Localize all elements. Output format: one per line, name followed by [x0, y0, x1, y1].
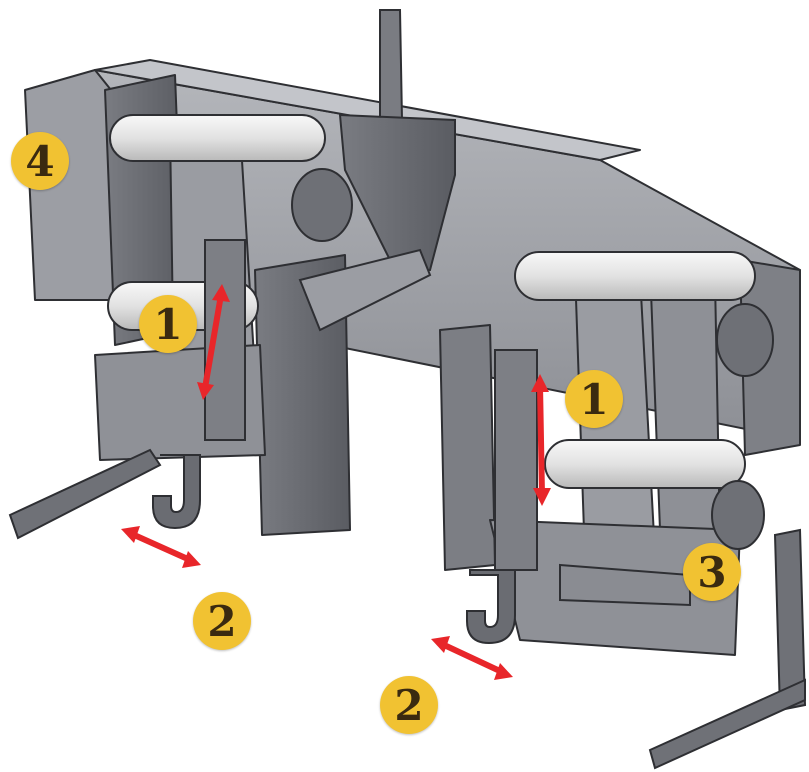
arrow-vertical-left: [197, 284, 230, 400]
callout-1-right-label: 1: [579, 374, 609, 424]
adjustment-arrows: [121, 284, 551, 680]
callout-1-left: 1: [139, 295, 197, 353]
support-leg-left: [8, 448, 162, 540]
hook-right: [466, 569, 516, 645]
callout-4-label: 4: [25, 136, 55, 186]
support-legs: [8, 448, 807, 770]
plate-right-inner: [439, 324, 496, 571]
roller-top-right: [514, 251, 756, 301]
callout-2-right-label: 2: [394, 680, 424, 730]
callout-2-left: 2: [193, 592, 251, 650]
tower-body: [338, 113, 456, 271]
hub-disc-right-top: [716, 303, 774, 377]
hub-discs: [291, 168, 774, 550]
roller-top-left: [109, 114, 326, 162]
top-link: [298, 248, 432, 332]
lift-mechanism-right: [494, 349, 538, 571]
callout-2-right: 2: [380, 676, 438, 734]
arrow-lateral-left: [121, 526, 201, 568]
arrow-lateral-right: [431, 636, 513, 680]
rack-bar: [379, 9, 404, 124]
callout-1-right: 1: [565, 370, 623, 428]
hydraulic-cylinder: [559, 563, 691, 607]
hub-disc-right-bottom: [711, 480, 765, 550]
callout-3-label: 3: [697, 547, 727, 597]
callout-3: 3: [683, 543, 741, 601]
arrow-vertical-right: [531, 374, 551, 506]
callout-2-left-label: 2: [207, 596, 237, 646]
hitch-tower: [298, 9, 456, 332]
callout-1-left-label: 1: [153, 299, 183, 349]
callout-4: 4: [11, 132, 69, 190]
support-leg-right: [773, 528, 807, 712]
roller-bottom-right: [544, 439, 746, 489]
hook-left: [152, 454, 201, 530]
support-foot-right: [648, 678, 806, 770]
side-plate-right: [649, 264, 721, 541]
hub-disc-top: [291, 168, 353, 242]
